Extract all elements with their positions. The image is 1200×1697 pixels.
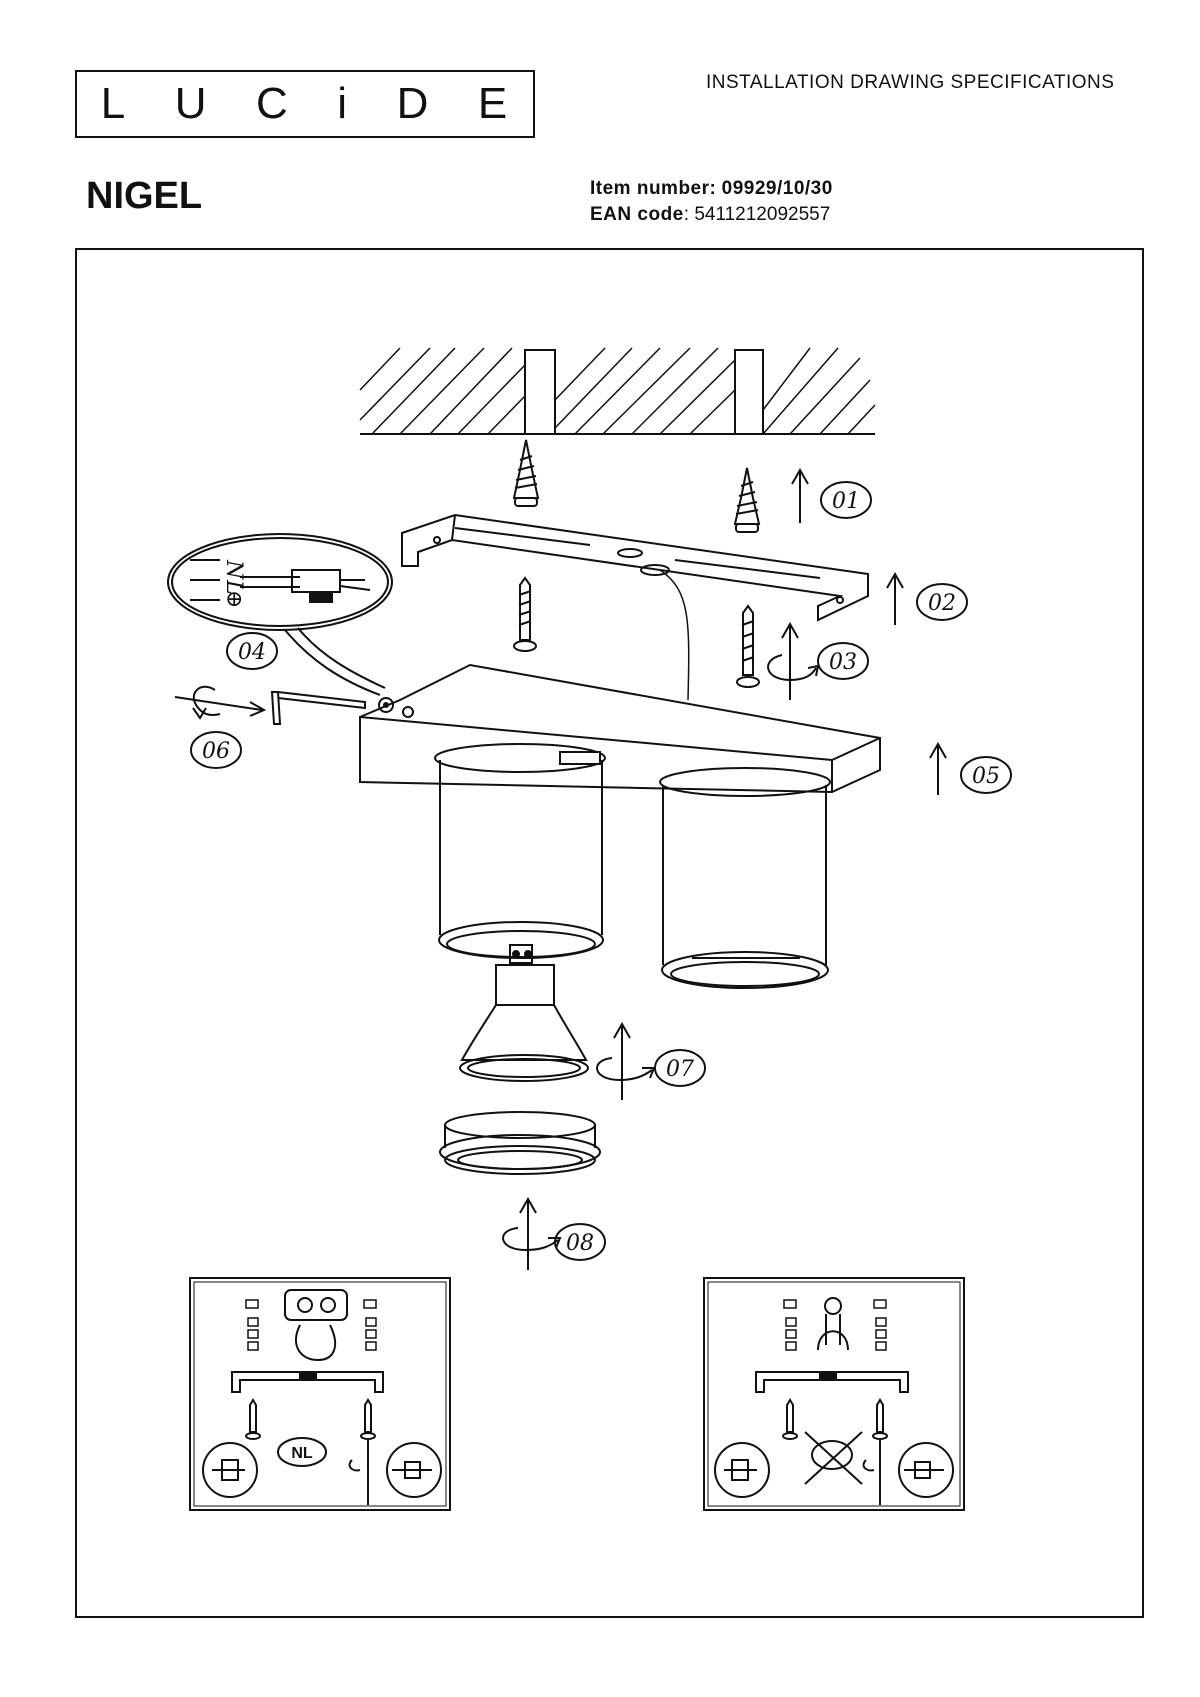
ean-label: EAN code bbox=[590, 204, 684, 225]
document-type: INSTALLATION DRAWING SPECIFICATIONS bbox=[706, 72, 1115, 93]
inset-detail-left bbox=[189, 1277, 451, 1511]
item-number-value: 09929/10/30 bbox=[721, 178, 833, 199]
wall-plug-right bbox=[733, 467, 761, 533]
ean-value: 5411212092557 bbox=[694, 204, 831, 225]
step-02-badge bbox=[916, 583, 968, 621]
wire-mark-n: N bbox=[221, 559, 246, 580]
arrow-step-08 bbox=[502, 1196, 562, 1270]
brand-letters: L U C i D E bbox=[77, 72, 533, 136]
mounting-bracket bbox=[401, 513, 869, 622]
arrow-step-06 bbox=[174, 685, 267, 720]
brand-logo: L U C i D E bbox=[75, 70, 535, 138]
step-08-label: 08 bbox=[566, 1231, 594, 1256]
screw-left bbox=[513, 576, 537, 652]
wire-mark-l: L bbox=[221, 579, 246, 595]
step-06-label: 06 bbox=[202, 739, 230, 764]
product-meta: Item number: 09929/10/30 EAN code: 54112… bbox=[590, 176, 833, 228]
brand-letter: U bbox=[174, 79, 209, 128]
drawing-frame bbox=[75, 248, 1144, 1618]
allen-key bbox=[270, 691, 366, 725]
step-01-label: 01 bbox=[832, 489, 860, 514]
brand-letter: D bbox=[396, 79, 431, 128]
step-04-badge bbox=[226, 632, 278, 670]
wall-plug-left bbox=[512, 439, 540, 507]
step-03-label: 03 bbox=[829, 650, 857, 675]
item-number-row: Item number: 09929/10/30 bbox=[590, 176, 833, 202]
brand-letter: L bbox=[100, 79, 128, 128]
nl-badge: NL bbox=[291, 1445, 313, 1462]
retaining-ring bbox=[439, 1111, 601, 1175]
ean-row: EAN code: 5411212092557 bbox=[590, 204, 831, 225]
step-06-badge bbox=[190, 731, 242, 769]
arrow-step-01 bbox=[791, 467, 809, 523]
arrow-step-05 bbox=[929, 741, 947, 795]
arrow-step-02 bbox=[886, 571, 904, 625]
step-03-badge bbox=[817, 642, 869, 680]
spot-cylinder-right bbox=[659, 767, 831, 989]
brand-letter: i bbox=[337, 79, 350, 128]
gu10-lamp bbox=[459, 944, 589, 1082]
fixture-base bbox=[359, 663, 881, 794]
step-01-badge bbox=[820, 481, 872, 519]
item-number-label: Item number: bbox=[590, 178, 717, 199]
wiring-detail-bubble bbox=[167, 533, 393, 696]
brand-letter: E bbox=[477, 79, 510, 128]
inset-detail-right bbox=[703, 1277, 965, 1511]
step-08-badge bbox=[554, 1223, 606, 1261]
spot-cylinder-left bbox=[434, 743, 606, 959]
step-05-label: 05 bbox=[972, 764, 1000, 789]
step-05-badge bbox=[960, 756, 1012, 794]
wire-mark-earth: ⊕ bbox=[225, 587, 243, 612]
step-07-label: 07 bbox=[666, 1057, 694, 1082]
brand-letter: C bbox=[256, 79, 290, 128]
screw-right bbox=[736, 604, 760, 688]
arrow-step-07 bbox=[596, 1021, 656, 1100]
supply-wire bbox=[659, 569, 690, 701]
step-07-badge bbox=[654, 1049, 706, 1087]
ceiling-hatch bbox=[359, 347, 876, 435]
step-02-label: 02 bbox=[928, 591, 956, 616]
step-04-label: 04 bbox=[238, 640, 266, 665]
arrow-step-03 bbox=[767, 621, 820, 700]
product-name: NIGEL bbox=[86, 175, 203, 217]
